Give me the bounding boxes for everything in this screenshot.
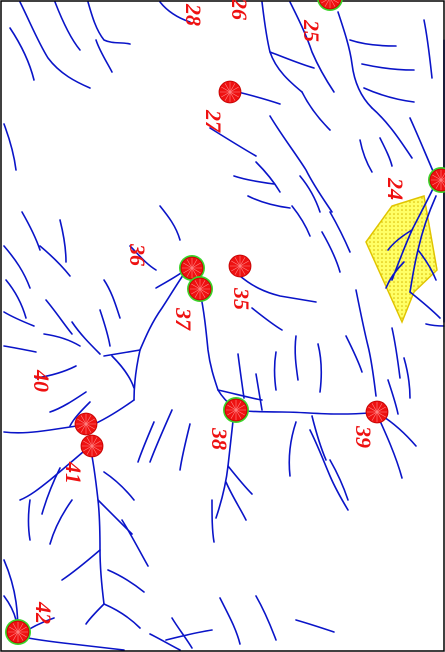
point-27 [218, 80, 242, 104]
label-25: 25 [299, 19, 324, 42]
label-41: 41 [61, 461, 86, 484]
point-24 [428, 167, 445, 193]
point-41 [80, 434, 104, 458]
point-texture [432, 177, 445, 186]
point-37 [187, 276, 213, 302]
point-labels: 28 26 25 27 24 36 35 37 40 38 39 41 42 [29, 0, 408, 624]
label-38: 38 [207, 427, 232, 450]
point-38 [223, 397, 249, 423]
point-35 [228, 254, 252, 278]
label-28: 28 [181, 3, 206, 26]
label-24: 24 [383, 177, 408, 200]
point-25 [317, 0, 343, 11]
point-texture [83, 440, 101, 452]
point-texture [231, 260, 249, 272]
label-40: 40 [29, 369, 54, 392]
label-27: 27 [201, 109, 226, 133]
point-texture [9, 626, 27, 638]
point-texture [227, 404, 245, 416]
point-texture [330, 0, 336, 7]
label-36: 36 [125, 243, 150, 266]
label-26: 26 [227, 0, 252, 20]
point-texture [191, 283, 209, 295]
point-40 [74, 412, 98, 436]
point-42 [5, 619, 31, 645]
point-texture [324, 0, 330, 7]
point-36 [179, 255, 205, 281]
label-35: 35 [229, 287, 254, 310]
point-texture [332, 0, 339, 4]
hatched-zone [365, 195, 438, 324]
point-texture [221, 86, 239, 98]
label-42: 42 [31, 601, 56, 624]
point-texture [368, 406, 386, 418]
point-texture [183, 262, 201, 274]
point-39 [365, 400, 389, 424]
point-texture [77, 418, 95, 430]
point-texture [321, 0, 328, 4]
sample-points [5, 0, 445, 645]
label-37: 37 [171, 307, 196, 331]
label-39: 39 [351, 425, 376, 448]
